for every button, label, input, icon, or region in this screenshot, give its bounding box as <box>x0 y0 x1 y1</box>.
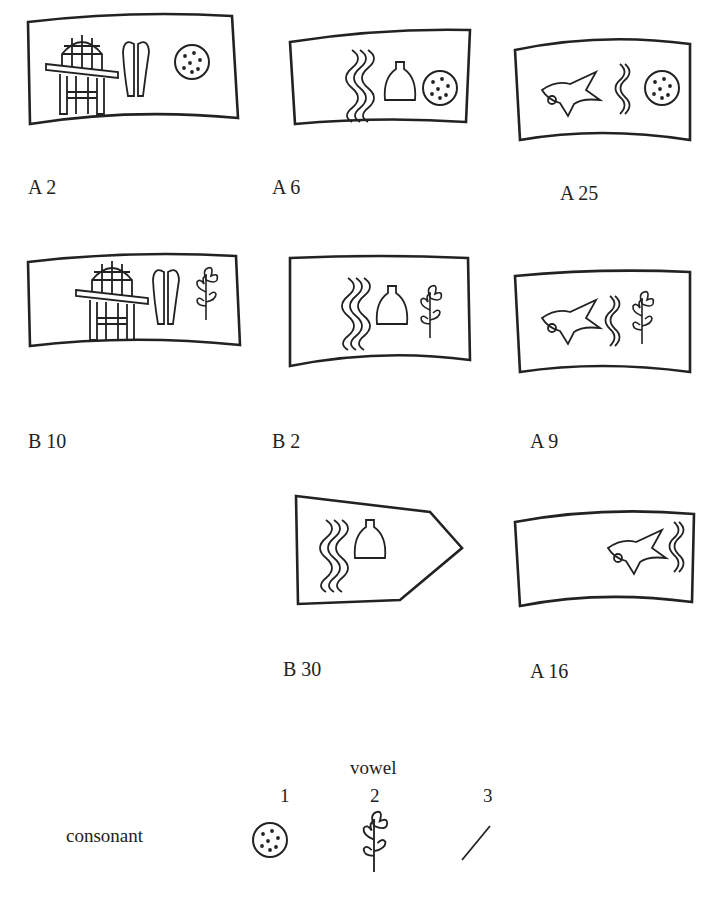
tablet-label: B 10 <box>28 430 66 452</box>
tablet-label: A 2 <box>28 176 56 198</box>
table-label: 2 <box>370 786 380 807</box>
tablet-label: B 2 <box>272 430 300 452</box>
tablet-label: A 25 <box>560 182 598 204</box>
table-label: 3 <box>483 786 493 807</box>
table-label: 1 <box>280 786 290 807</box>
tablet-label: B 30 <box>283 658 321 680</box>
tablet-signs <box>46 35 684 872</box>
table-label: consonant <box>66 826 143 847</box>
tablet-label: A 9 <box>530 430 558 452</box>
tablet-outline <box>28 14 694 606</box>
tablet-label: A 6 <box>272 176 300 198</box>
table-label: vowel <box>350 758 396 779</box>
tablet-label: A 16 <box>530 660 568 682</box>
